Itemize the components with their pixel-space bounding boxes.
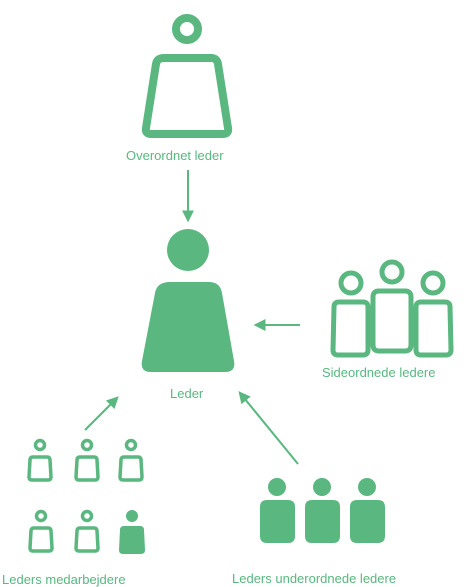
leader-label: Leder bbox=[170, 386, 204, 401]
employee-person-icon bbox=[28, 509, 54, 553]
peers-group-icon bbox=[330, 259, 454, 358]
employee-person-icon bbox=[74, 509, 100, 553]
subordinate-person-icon bbox=[350, 478, 385, 543]
peer-person-left-icon bbox=[330, 270, 371, 358]
employee-person-icon bbox=[74, 438, 100, 482]
superior-person-icon bbox=[141, 14, 233, 138]
subordinate-person-icon bbox=[305, 478, 340, 543]
employee-person-filled-icon bbox=[119, 510, 145, 554]
subordinate-person-icon bbox=[260, 478, 295, 543]
peer-person-right-icon bbox=[413, 270, 454, 358]
arrow-subordinates-to-leader bbox=[238, 391, 299, 465]
employee-person-icon bbox=[27, 438, 53, 482]
leader-person-icon bbox=[141, 229, 235, 372]
superior-label: Overordnet leder bbox=[126, 148, 224, 163]
subordinates-group-icon bbox=[260, 478, 385, 543]
employee-person-icon bbox=[118, 438, 144, 482]
subordinates-label: Leders underordnede ledere bbox=[232, 571, 397, 586]
peers-label: Sideordnede ledere bbox=[322, 365, 436, 380]
peer-person-middle-icon bbox=[370, 259, 414, 354]
employees-group-icon bbox=[27, 438, 145, 554]
arrow-employees-to-leader bbox=[84, 396, 119, 431]
employees-label: Leders medarbejdere bbox=[2, 572, 126, 587]
